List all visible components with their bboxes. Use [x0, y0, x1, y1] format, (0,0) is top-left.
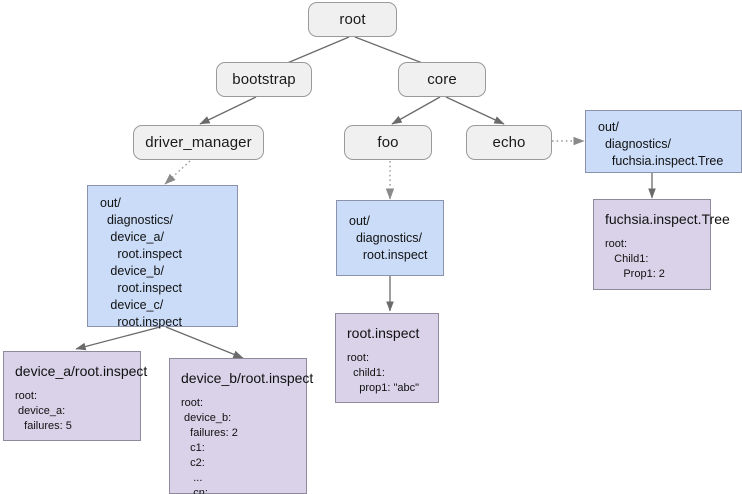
directory-line: diagnostics/	[598, 137, 671, 151]
directory-box-driver-manager-out[interactable]: out/ diagnostics/ device_a/ root.inspect…	[87, 185, 238, 329]
component-node-root[interactable]: root	[308, 2, 397, 37]
directory-box-foo-out[interactable]: out/ diagnostics/ root.inspect	[336, 200, 444, 276]
directory-line: diagnostics/	[100, 213, 173, 227]
file-line: failures: 2	[181, 427, 238, 439]
file-line: failures: 5	[15, 420, 72, 432]
file-box-device-a-inspect[interactable]: device_a/root.inspect root: device_a: fa…	[3, 351, 148, 441]
file-line: child1:	[347, 367, 385, 379]
file-box-title: device_b/root.inspect	[181, 370, 314, 386]
edge-outbox-deviceb	[165, 326, 244, 359]
file-line: cn:	[181, 487, 208, 494]
component-node-bootstrap[interactable]: bootstrap	[216, 62, 312, 97]
component-node-root-label: root	[339, 11, 366, 28]
directory-line: root.inspect	[349, 248, 428, 262]
file-box-title: root.inspect	[347, 325, 420, 341]
directory-line: device_a/	[100, 230, 164, 244]
edge-core-echo	[445, 96, 505, 125]
directory-line: root.inspect	[100, 247, 182, 261]
directory-line: fuchsia.inspect.Tree	[598, 154, 724, 168]
file-line: prop1: "abc"	[347, 382, 420, 394]
directory-box-echo-out[interactable]: out/ diagnostics/ fuchsia.inspect.Tree	[585, 110, 742, 173]
file-line: root:	[181, 397, 204, 409]
file-line: device_a:	[15, 405, 66, 417]
file-line: ...	[181, 472, 203, 484]
edge-core-foo	[391, 96, 441, 125]
component-node-core-label: core	[427, 71, 457, 88]
component-node-foo[interactable]: foo	[344, 125, 432, 160]
component-node-foo-label: foo	[377, 134, 399, 151]
file-box-title: device_a/root.inspect	[15, 363, 148, 379]
directory-line: root.inspect	[100, 315, 182, 329]
component-node-echo-label: echo	[492, 134, 526, 151]
file-line: root:	[347, 352, 370, 364]
directory-line: device_c/	[100, 298, 164, 312]
directory-line: root.inspect	[100, 281, 182, 295]
edge-bootstrap-drivermanager	[199, 96, 257, 125]
file-line: device_b:	[181, 412, 232, 424]
file-line: Child1:	[605, 253, 649, 265]
file-box-device-b-inspect[interactable]: device_b/root.inspect root: device_b: fa…	[169, 358, 314, 494]
directory-line: device_b/	[100, 264, 164, 278]
directory-line: out/	[598, 120, 619, 134]
edge-drivermanager-outbox	[164, 160, 191, 185]
file-line: root:	[15, 390, 38, 402]
file-box-echo-inspect-tree[interactable]: fuchsia.inspect.Tree root: Child1: Prop1…	[593, 199, 730, 290]
file-line: root:	[605, 238, 628, 250]
directory-line: diagnostics/	[349, 231, 422, 245]
directory-line: out/	[100, 196, 121, 210]
component-node-echo[interactable]: echo	[466, 125, 552, 160]
directory-line: out/	[349, 214, 370, 228]
file-box-title: fuchsia.inspect.Tree	[605, 211, 730, 227]
component-node-driver-manager[interactable]: driver_manager	[133, 125, 264, 160]
file-box-foo-root-inspect[interactable]: root.inspect root: child1: prop1: "abc"	[335, 313, 439, 403]
component-node-bootstrap-label: bootstrap	[232, 71, 296, 88]
file-line: Prop1: 2	[605, 268, 665, 280]
component-node-core[interactable]: core	[398, 62, 486, 97]
component-node-driver-manager-label: driver_manager	[145, 134, 252, 151]
file-line: c1:	[181, 442, 205, 454]
file-line: c2:	[181, 457, 205, 469]
